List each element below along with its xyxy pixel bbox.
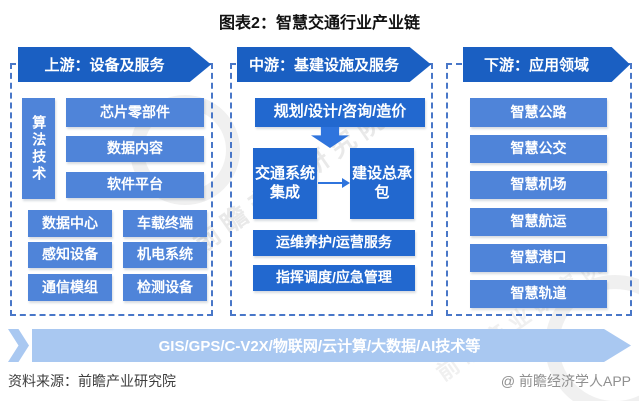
downstream-box-smart-bus: 智慧公交 — [470, 135, 607, 163]
midstream-box-dispatch-emergency: 指挥调度/应急管理 — [253, 265, 415, 291]
upstream-header-arrow: 上游：设备及服务 — [18, 47, 211, 82]
downstream-box-smart-shipping: 智慧航运 — [470, 208, 607, 236]
downstream-box-smart-airport: 智慧机场 — [470, 171, 607, 199]
downstream-header-arrow: 下游：应用领域 — [463, 47, 630, 82]
source-note: 资料来源：前瞻产业研究院 — [8, 373, 176, 389]
upstream-algorithm-tech-box: 算法技术 — [22, 98, 55, 199]
upstream-box-sensing-device: 感知设备 — [28, 242, 112, 268]
right-arrow-icon — [318, 182, 343, 184]
tech-banner: GIS/GPS/C-V2X/物联网/云计算/大数据/AI技术等 — [32, 329, 631, 362]
downstream-box-smart-port: 智慧港口 — [470, 244, 607, 272]
midstream-box-system-integration: 交通系统集成 — [253, 148, 317, 219]
upstream-box-chip-parts: 芯片零部件 — [66, 98, 204, 127]
upstream-box-data-center: 数据中心 — [28, 210, 112, 237]
midstream-box-planning-design: 规划/设计/咨询/造价 — [255, 98, 425, 127]
upstream-box-vehicle-terminal: 车载终端 — [123, 210, 207, 237]
page-title: 图表2：智慧交通行业产业链 — [219, 15, 420, 32]
app-credit: @ 前瞻经济学人APP — [500, 373, 631, 389]
upstream-box-testing-device: 检测设备 — [123, 274, 207, 301]
midstream-box-operation-maintenance: 运维养护/运营服务 — [253, 230, 415, 256]
upstream-box-data-content: 数据内容 — [66, 136, 204, 162]
downstream-box-smart-rail: 智慧轨道 — [470, 280, 607, 308]
upstream-box-software-platform: 软件平台 — [66, 172, 204, 198]
banner-chevron-icon — [8, 329, 29, 362]
right-arrow-icon — [342, 178, 350, 188]
downstream-box-smart-highway: 智慧公路 — [470, 98, 607, 127]
upstream-box-electromechanical-system: 机电系统 — [123, 242, 207, 268]
midstream-box-construction-epc: 建设总承包 — [350, 148, 414, 219]
midstream-header-arrow: 中游：基建设施及服务 — [237, 47, 431, 82]
upstream-box-comm-module: 通信模组 — [28, 274, 112, 301]
